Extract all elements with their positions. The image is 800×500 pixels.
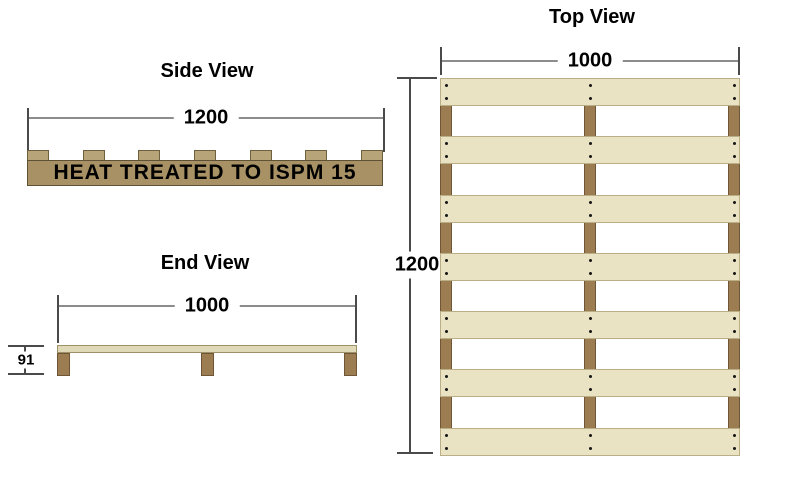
top-view-deck-board (440, 194, 740, 223)
nail-icon (589, 97, 592, 100)
nail-icon (589, 142, 592, 146)
nail-icon (445, 446, 448, 450)
nail-icon (733, 200, 736, 204)
nail-icon (445, 317, 448, 320)
end-view-deck-board (57, 345, 357, 353)
nail-icon (589, 84, 592, 87)
nail-icon (733, 375, 736, 379)
nail-icon (733, 142, 736, 146)
top-view-deck-board (440, 136, 740, 165)
side-view-width-label: 1200 (173, 106, 239, 130)
nail-icon (445, 271, 448, 275)
nail-icon (445, 330, 448, 333)
nail-icon (589, 317, 592, 320)
nail-icon (445, 84, 448, 87)
end-view-width-dimension: 1000 (57, 294, 357, 343)
dimension-tick-left (57, 295, 59, 343)
dimension-tick-top (397, 77, 437, 79)
dimension-tick-bottom (8, 373, 44, 375)
dimension-tick-left (27, 108, 29, 152)
top-view-deck-board (440, 311, 740, 339)
nail-icon (733, 446, 736, 450)
dimension-tick-bottom (397, 452, 433, 454)
end-view-title: End View (160, 252, 250, 274)
top-view-height-label: 1200 (392, 251, 442, 279)
nail-icon (733, 84, 736, 87)
dimension-tick-left (440, 47, 442, 75)
nail-icon (733, 330, 736, 333)
top-view-width-label: 1000 (557, 49, 623, 73)
nail-icon (589, 446, 592, 450)
end-view-pallet (57, 345, 357, 376)
nail-icon (589, 330, 592, 333)
dimension-tick-right (383, 108, 385, 152)
top-view-pallet (440, 78, 740, 456)
top-view-deck-board (440, 252, 740, 281)
nail-icon (733, 258, 736, 262)
top-view-width-dimension: 1000 (440, 47, 740, 75)
nail-icon (733, 433, 736, 437)
nail-icon (589, 375, 592, 379)
top-view-height-dimension: 1200 (392, 77, 442, 454)
side-view-stringer-beam: HEAT TREATED TO ISPM 15 (27, 160, 383, 186)
nail-icon (589, 433, 592, 437)
nail-icon (589, 155, 592, 159)
nail-icon (733, 97, 736, 100)
nail-icon (589, 258, 592, 262)
side-view-width-dimension: 1200 (27, 106, 385, 152)
top-view-title: Top View (549, 6, 635, 28)
dimension-tick-right (355, 295, 357, 343)
nail-icon (445, 388, 448, 392)
side-view-pallet: HEAT TREATED TO ISPM 15 (27, 150, 383, 186)
nail-icon (589, 388, 592, 392)
nail-icon (589, 271, 592, 275)
nail-icon (733, 155, 736, 159)
nail-icon (445, 200, 448, 204)
dimension-tick-right (738, 47, 740, 75)
nail-icon (733, 388, 736, 392)
nail-icon (733, 213, 736, 217)
nail-icon (445, 375, 448, 379)
side-view-deck-blocks (27, 150, 383, 162)
top-view-deck-board (440, 78, 740, 106)
top-view-deck-board (440, 369, 740, 398)
nail-icon (589, 200, 592, 204)
end-view-stringer-leg (200, 353, 214, 376)
nail-icon (445, 97, 448, 100)
nail-icon (445, 433, 448, 437)
nail-icon (445, 213, 448, 217)
end-view-height-label: 91 (15, 351, 37, 369)
heat-treated-stamp: HEAT TREATED TO ISPM 15 (53, 161, 357, 184)
nail-icon (445, 258, 448, 262)
nail-icon (589, 213, 592, 217)
end-view-stringer-leg (344, 353, 357, 376)
end-view-width-label: 1000 (174, 294, 240, 318)
dimension-tick-top (8, 345, 44, 347)
nail-icon (733, 271, 736, 275)
side-view-title: Side View (160, 60, 254, 82)
end-view-height-dimension: 91 (8, 345, 44, 375)
nail-icon (445, 142, 448, 146)
top-view-deck-board (440, 427, 740, 456)
nail-icon (733, 317, 736, 320)
nail-icon (445, 155, 448, 159)
end-view-stringer-leg (57, 353, 70, 376)
